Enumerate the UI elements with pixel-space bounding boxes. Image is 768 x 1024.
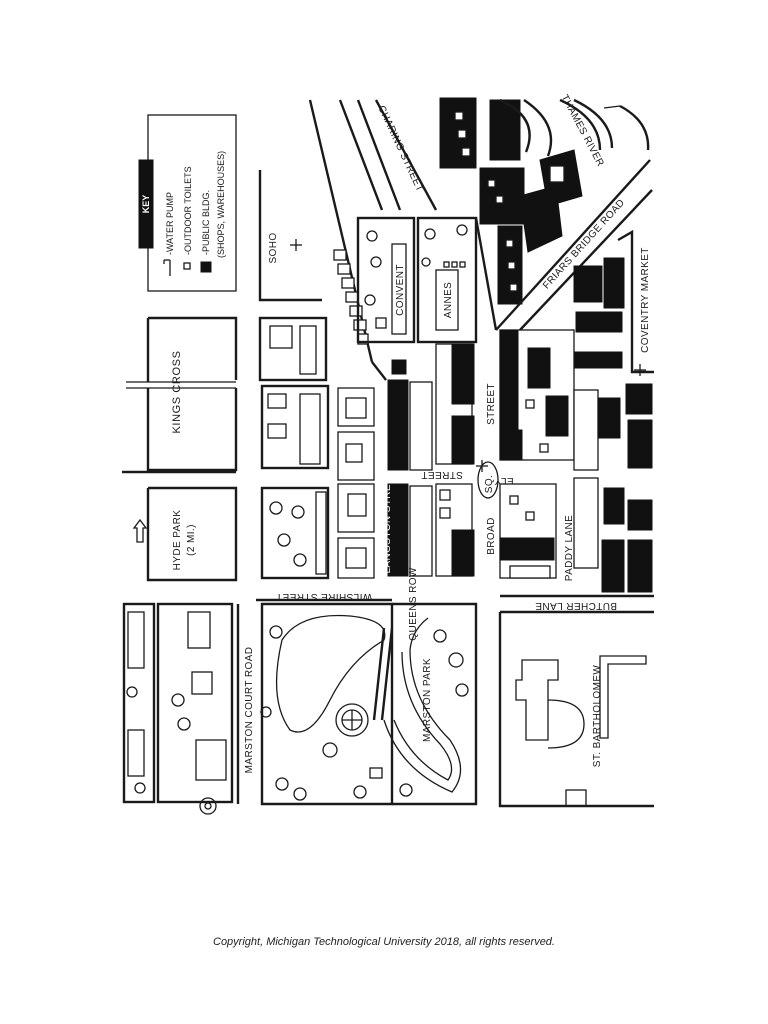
butcher-lane: BUTCHER LANE [500, 594, 654, 611]
key-label-shops: (SHOPS, WAREHOUSES) [216, 151, 226, 258]
st-bartholomew: ST. BARTHOLOMEW [498, 610, 654, 808]
label-coventry-market: COVENTRY MARKET [640, 247, 651, 353]
copyright-notice: Copyright, Michigan Technological Univer… [213, 936, 555, 948]
langston-street-buildings: LANGSTON STREET [382, 359, 433, 577]
block-street-upper: STREET STREET [421, 343, 497, 577]
ely-water-pump-icon [476, 460, 488, 472]
east-block-upper [499, 329, 575, 461]
convent-building [391, 243, 407, 335]
wilshire-street: WILSHIRE STREET [256, 591, 392, 602]
label-marston-park: MARSTON PARK [422, 658, 433, 742]
label-soho: SOHO [268, 232, 279, 263]
soho-water-pump-icon [290, 239, 302, 251]
block-grid-middle [337, 387, 375, 579]
ely-square: SQ. ELY BROAD [476, 460, 514, 555]
key-label-public-bldg: -PUBLIC BLDG. [201, 190, 211, 255]
hyde-park-block: HYDE PARK (2 MI.) [122, 470, 238, 582]
map-key: KEY -WATER PUMP -OUTDOOR TOILETS -PUBLIC… [138, 114, 237, 292]
label-street-middle: STREET [421, 469, 463, 480]
label-broad: BROAD [486, 517, 497, 555]
convent-block: CONVENT [356, 216, 416, 344]
label-kings-cross: KINGS CROSS [171, 350, 183, 433]
label-convent: CONVENT [395, 264, 406, 316]
block-grid-left [258, 316, 330, 580]
coventry-water-pump-icon [634, 364, 646, 376]
key-label-water-pump: -WATER PUMP [165, 192, 175, 255]
label-annes: ANNES [443, 282, 454, 318]
label-paddy-lane: PADDY LANE [564, 515, 575, 581]
label-charing-street: CHARING STREET [375, 104, 425, 194]
hyde-park-arrow-icon [132, 518, 148, 543]
label-sq: SQ. [484, 475, 495, 493]
annes-building [435, 269, 459, 331]
marston-park: MARSTON PARK [260, 602, 478, 806]
annes-block: ANNES [416, 216, 478, 344]
charing-row-houses [333, 249, 369, 345]
label-wilshire-street: WILSHIRE STREET [276, 591, 373, 602]
label-hyde-park-distance: (2 MI.) [186, 524, 197, 556]
key-header-bar [138, 159, 154, 249]
paddy-lane-buildings: PADDY LANE [564, 383, 653, 593]
marston-park-pond [275, 614, 386, 733]
label-hyde-park: HYDE PARK [172, 510, 183, 571]
public-building-icon [200, 261, 212, 273]
water-pump-icon [163, 259, 171, 276]
key-label-outdoor-toilets: -OUTDOOR TOILETS [183, 166, 193, 255]
outdoor-toilet-icon [183, 262, 191, 270]
label-st-bartholomew: ST. BARTHOLOMEW [592, 665, 603, 768]
park-gazebo [335, 703, 369, 737]
north-warehouses [439, 97, 583, 305]
coventry-market-block: COVENTRY MARKET [571, 229, 654, 376]
label-butcher-lane: BUTCHER LANE [535, 600, 617, 611]
east-block-lower [499, 483, 557, 579]
label-ely: ELY [494, 475, 513, 486]
label-langston-street: LANGSTON STREET [382, 470, 393, 573]
marston-court-road: MARSTON COURT ROAD [122, 602, 255, 815]
soho-block: SOHO [258, 170, 322, 302]
key-title: KEY [141, 195, 151, 214]
label-marston-court-road: MARSTON COURT ROAD [244, 647, 255, 774]
kings-cross-block: KINGS CROSS [126, 316, 238, 472]
label-street-upper: STREET [486, 383, 497, 425]
